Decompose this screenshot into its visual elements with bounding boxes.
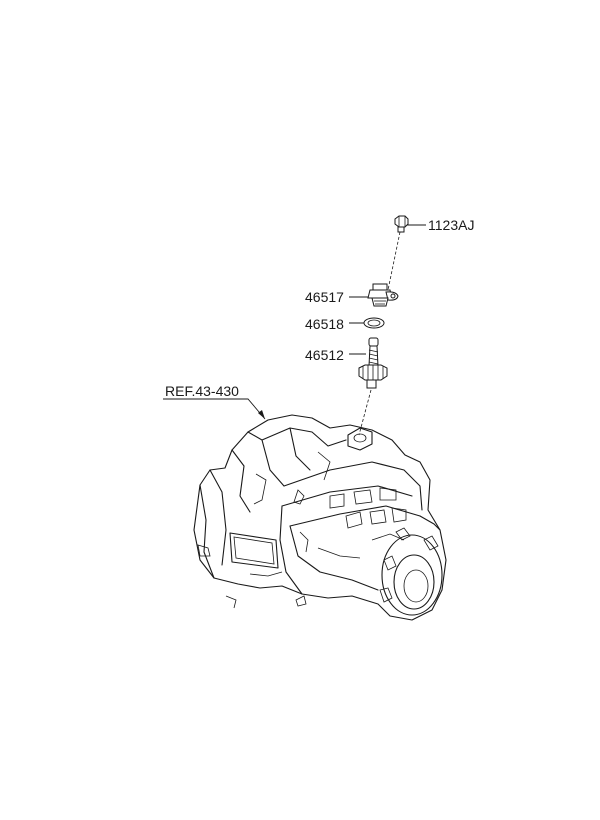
part-label-46512: 46512 bbox=[305, 347, 344, 363]
part-label-1123aj: 1123AJ bbox=[428, 217, 475, 233]
axis-gear bbox=[358, 389, 372, 436]
transaxle-housing bbox=[193, 414, 447, 621]
leader-ref bbox=[163, 398, 266, 420]
reference-label: REF.43-430 bbox=[165, 383, 239, 399]
axis-bolt bbox=[387, 231, 401, 291]
part-label-46517: 46517 bbox=[305, 289, 344, 305]
o-ring-part bbox=[363, 317, 385, 329]
bolt-part bbox=[394, 215, 409, 233]
driven-gear-part bbox=[358, 337, 388, 389]
leader-ref-arrowhead bbox=[258, 410, 265, 419]
sensor-part bbox=[367, 283, 399, 307]
leader-lines bbox=[163, 224, 426, 420]
part-label-46518: 46518 bbox=[305, 316, 344, 332]
assembly-axes bbox=[358, 231, 401, 436]
